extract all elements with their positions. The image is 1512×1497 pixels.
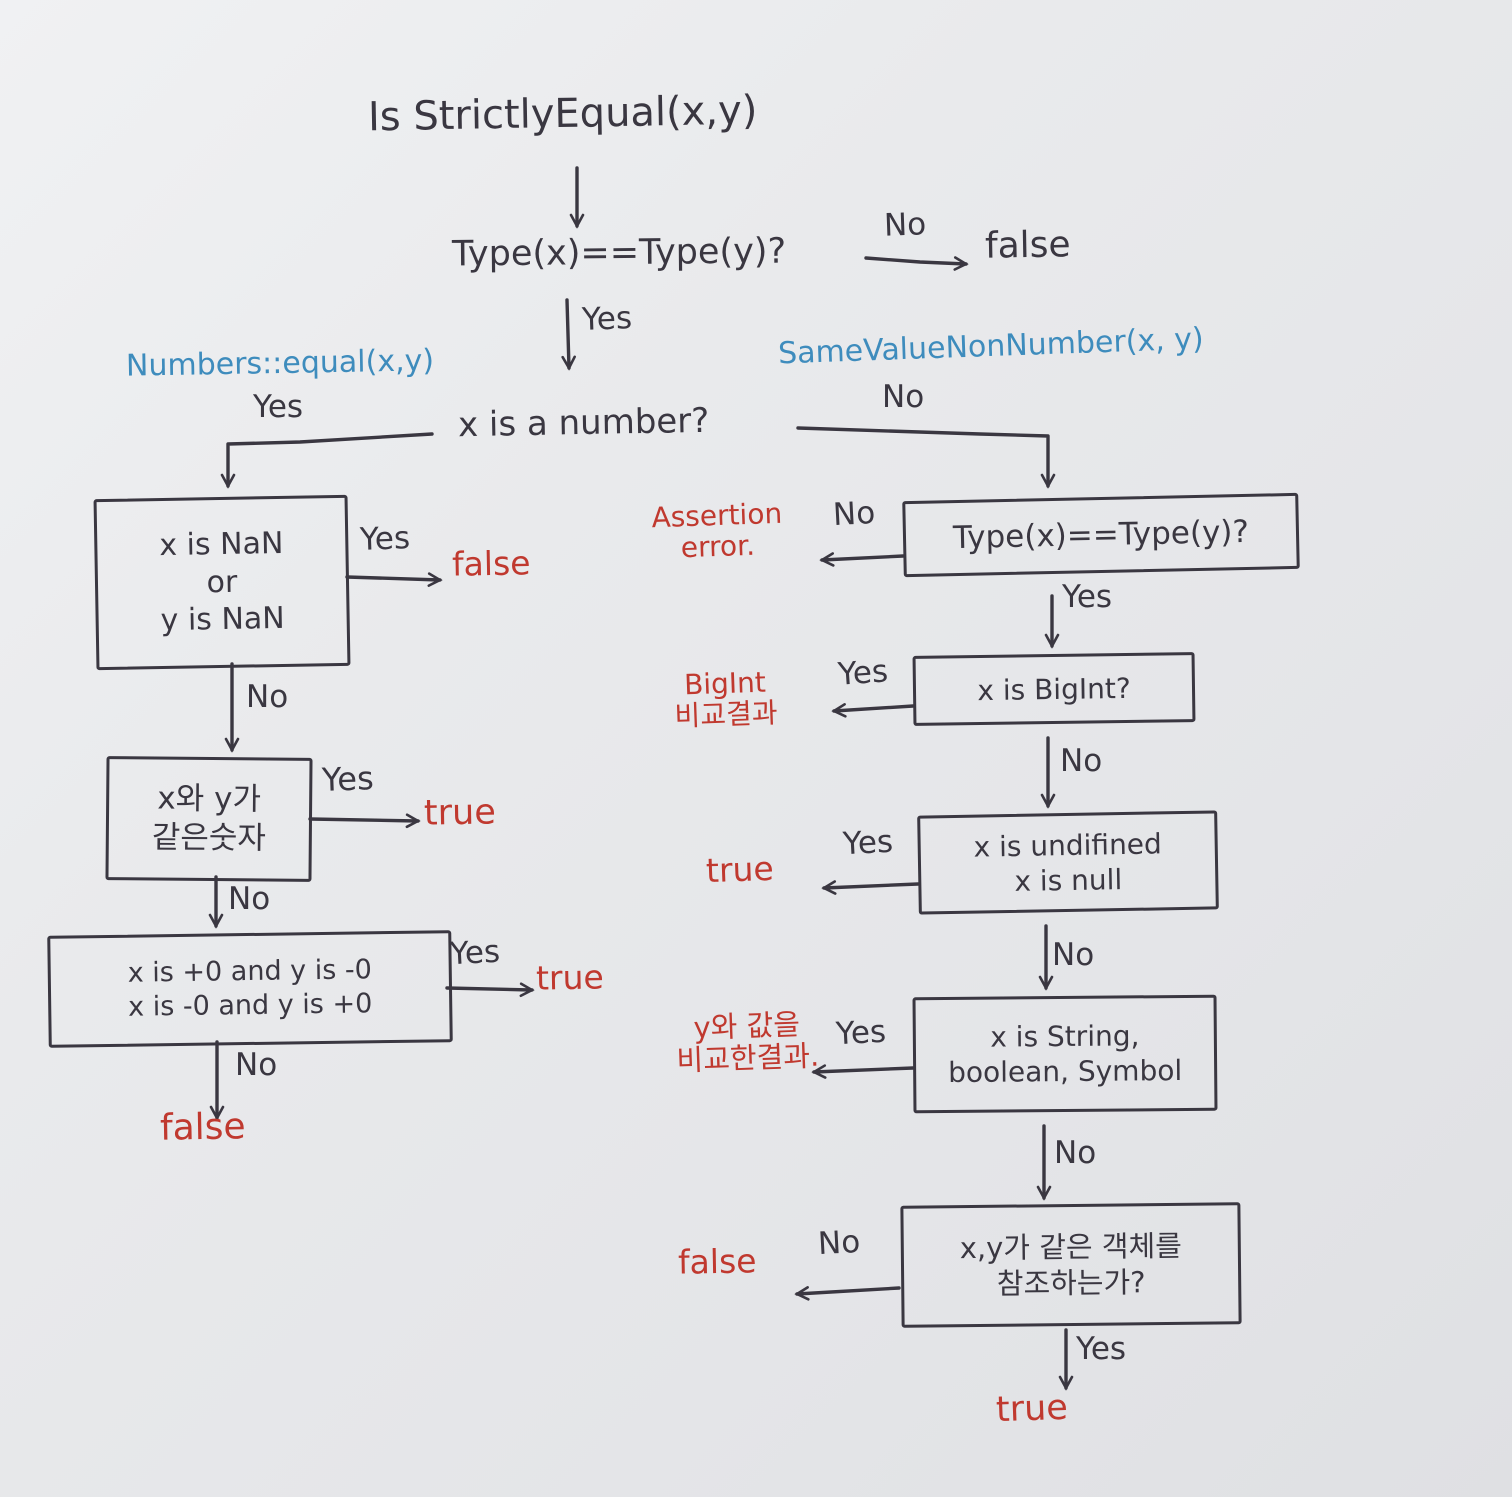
result-assertion-error: Assertion error. [650,496,784,565]
edge-label-yes-left: Yes [253,389,304,425]
edge-number-yes-left [220,432,434,489]
edge-number-no-right [796,426,1056,489]
edge-typecheck-yes-down [561,298,576,371]
same-number-line2: 같은숫자 [151,819,267,857]
edge-label-no-assert: No [832,494,877,534]
result-true-bottom: true [995,1387,1069,1431]
edge-label-no-string: No [1054,1135,1097,1171]
node-nan-box: x is NaN or y is NaN [93,494,351,671]
edge-zero-yes-true [445,982,535,998]
edge-object-no-false [794,1286,901,1301]
edge-label-no-object: No [817,1223,862,1263]
node-bigint-box: x is BigInt? [912,652,1196,726]
result-false-top: false [984,224,1071,267]
node-type-check-right-box: Type(x)==Type(y)? [902,492,1300,578]
edge-undef-yes-true [821,880,920,895]
edge-string-yes-left [811,1064,915,1079]
edge-typeright-no-assert [819,552,905,567]
type-check-right-label: Type(x)==Type(y)? [952,513,1250,556]
edge-label-no-right: No [882,379,925,415]
result-true-same-number: true [423,792,497,834]
branch-numbers-equal: Numbers::equal(x,y) [125,343,435,384]
zero-line1: x is +0 and y is -0 [127,954,373,989]
result-false-object: false [677,1241,757,1282]
edge-nan-yes-false [345,572,443,587]
node-same-number-box: x와 y가 같은숫자 [105,756,313,882]
result-true-zero: true [535,957,605,998]
same-object-line2: 참조하는가? [996,1265,1146,1301]
assertion-line1: Assertion [650,496,783,535]
zero-line2: x is -0 and y is +0 [127,988,373,1023]
node-undefined-null-box: x is undifined x is null [917,810,1219,915]
edge-label-yes-zero: Yes [449,933,501,973]
edge-label-no-same-number: No [228,881,271,917]
same-number-line1: x와 y가 [157,780,262,818]
edge-label-yes-mid: Yes [581,300,633,338]
compare-y-line2: 비교한결과. [676,1038,820,1078]
undefined-line1: x is undifined [973,826,1163,864]
node-x-is-number: x is a number? [457,400,710,446]
edge-label-no-nan: No [246,679,289,715]
edge-label-no-undefined: No [1052,937,1095,973]
edge-label-yes-nan: Yes [359,520,411,558]
same-object-line1: x,y가 같은 객체를 [959,1228,1183,1265]
assertion-line2: error. [680,529,756,565]
edge-label-no-zero: No [235,1047,278,1083]
edge-bigint-yes-left [831,703,915,718]
edge-label-no-bigint: No [1060,743,1103,779]
edge-samenumber-yes-true [308,813,421,829]
edge-label-yes-object: Yes [1076,1331,1127,1367]
result-false-nan: false [451,543,531,584]
edge-label-yes-type-right: Yes [1062,579,1113,615]
undefined-line2: x is null [1014,862,1123,898]
string-line2: boolean, Symbol [947,1053,1183,1090]
node-type-check-top: Type(x)==Type(y)? [451,231,787,275]
edge-label-yes-undefined: Yes [842,823,894,863]
edge-label-yes-same-number: Yes [321,759,375,799]
diagram-title: Is StrictlyEqual(x,y) [367,87,758,141]
node-zero-box: x is +0 and y is -0 x is -0 and y is +0 [47,930,453,1048]
bigint-label: x is BigInt? [977,671,1131,707]
nan-line1: x is NaN [159,526,284,564]
result-false-left-bottom: false [159,1106,246,1149]
result-true-undefined: true [705,848,775,891]
edge-label-yes-string: Yes [835,1013,887,1053]
result-bigint-compare: BigInt 비교결과 [673,665,779,734]
node-string-bool-symbol-box: x is String, boolean, Symbol [912,994,1218,1114]
bigint-compare-line1: BigInt [683,665,767,702]
edge-label-yes-bigint: Yes [836,653,890,693]
bigint-compare-line2: 비교결과 [673,696,779,734]
result-compare-with-y: y와 값을 비교한결과. [675,1007,820,1078]
string-line1: x is String, [990,1019,1140,1054]
edge-label-no-top: No [883,206,927,244]
edge-typecheck-no-false [864,256,969,271]
nan-line3: y is NaN [160,601,285,639]
nan-line2: or [206,564,238,601]
node-same-object-box: x,y가 같은 객체를 참조하는가? [900,1202,1242,1328]
